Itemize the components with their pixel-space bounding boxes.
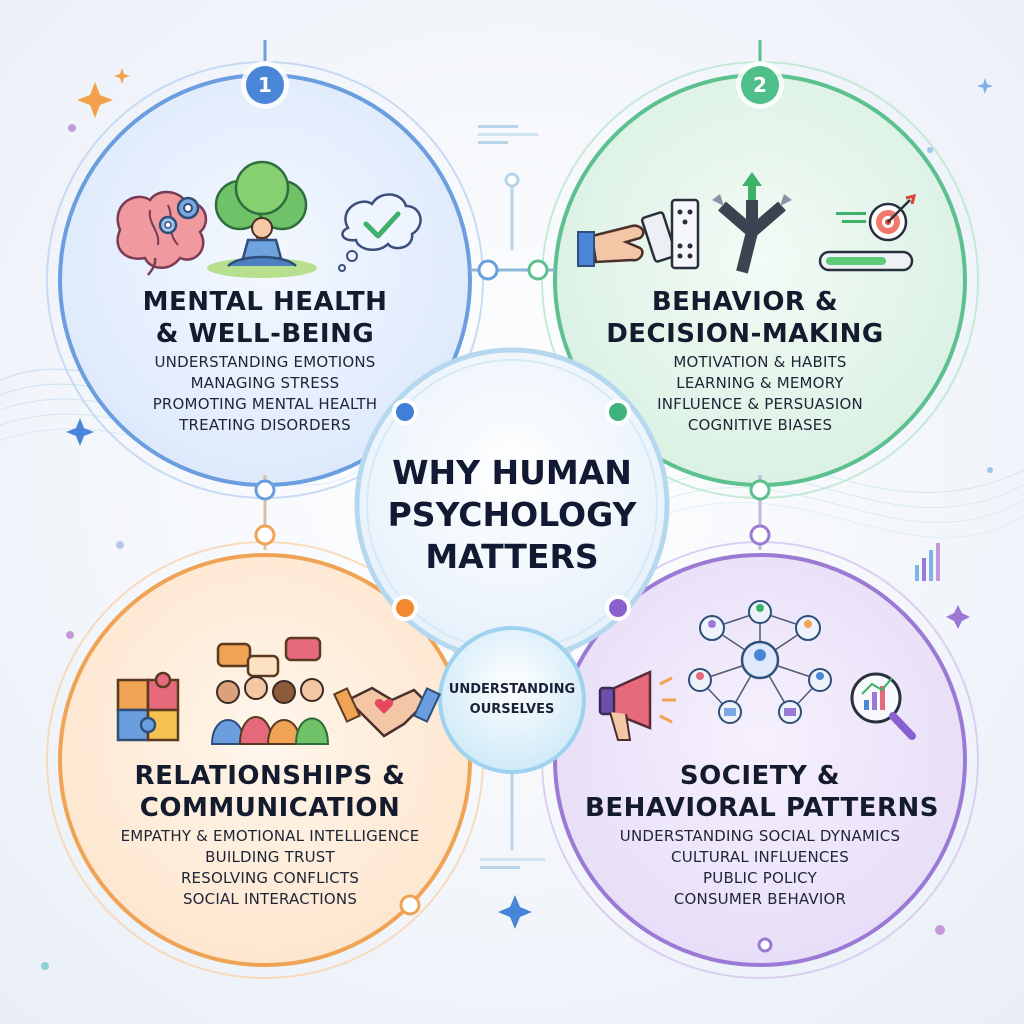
quadrant-2-title-line-1: BEHAVIOR & <box>651 287 839 317</box>
quadrant-3-item: EMPATHY & EMOTIONAL INTELLIGENCE <box>120 827 420 845</box>
quadrant-3-item: BUILDING TRUST <box>205 848 335 866</box>
sparkle-decorations <box>41 68 993 970</box>
social-network-icon <box>688 600 832 724</box>
quadrant-2-item: LEARNING & MEMORY <box>676 374 844 392</box>
quadrant-1-title: MENTAL HEALTH & WELL-BEING <box>115 286 415 350</box>
brain-gears-icon <box>116 190 208 276</box>
quadrant-2-item: MOTIVATION & HABITS <box>673 353 847 371</box>
quadrant-1-item: UNDERSTANDING EMOTIONS <box>154 353 376 371</box>
magnifier-chart-icon <box>850 672 916 740</box>
puzzle-pieces-icon <box>116 671 180 742</box>
quadrant-4-item: UNDERSTANDING SOCIAL DYNAMICS <box>619 827 901 845</box>
center-subtitle-line-2: OURSELVES <box>469 702 555 717</box>
quadrant-1-item: TREATING DISORDERS <box>179 416 351 434</box>
thought-cloud-check-icon <box>338 193 422 272</box>
quadrant-1-item: MANAGING STRESS <box>190 374 340 392</box>
center-dot-blue <box>392 399 418 425</box>
quadrant-1-items: UNDERSTANDING EMOTIONS MANAGING STRESS P… <box>115 352 415 436</box>
quadrant-3-title-line-2: COMMUNICATION <box>139 793 401 823</box>
quadrant-1-number-badge: 1 <box>246 66 284 104</box>
quadrant-2-item: INFLUENCE & PERSUASION <box>657 395 863 413</box>
hand-domino-icon <box>577 198 700 270</box>
quadrant-1-item: PROMOTING MENTAL HEALTH <box>152 395 378 413</box>
center-dot-green <box>605 399 631 425</box>
center-title: WHY HUMAN PSYCHOLOGY MATTERS <box>362 452 662 578</box>
quadrant-4-item: CONSUMER BEHAVIOR <box>673 890 847 908</box>
quadrant-2-item: COGNITIVE BIASES <box>687 416 833 434</box>
quadrant-4-item: CULTURAL INFLUENCES <box>671 848 849 866</box>
target-progress-icon <box>818 193 917 272</box>
quadrant-2-title: BEHAVIOR & DECISION-MAKING <box>580 286 910 350</box>
center-subtitle-line-1: UNDERSTANDING <box>448 682 576 697</box>
people-speech-bubbles-icon <box>210 636 330 745</box>
center-title-line-1: WHY HUMAN <box>392 453 632 492</box>
handshake-heart-icon <box>332 686 442 738</box>
center-dot-purple <box>605 595 631 621</box>
quadrant-2-items: MOTIVATION & HABITS LEARNING & MEMORY IN… <box>610 352 910 436</box>
megaphone-icon <box>598 670 676 741</box>
subtitle-circle <box>438 626 586 774</box>
quadrant-4-item: PUBLIC POLICY <box>703 869 817 887</box>
quadrant-1-title-line-2: & WELL-BEING <box>155 319 375 349</box>
quadrant-2-number-badge: 2 <box>741 66 779 104</box>
center-subtitle: UNDERSTANDING OURSELVES <box>432 680 592 720</box>
quadrant-3-item: RESOLVING CONFLICTS <box>180 869 360 887</box>
quadrant-3-item: SOCIAL INTERACTIONS <box>182 890 358 908</box>
center-dot-orange <box>392 595 418 621</box>
quadrant-3-items: EMPATHY & EMOTIONAL INTELLIGENCE BUILDIN… <box>90 826 450 910</box>
meditation-tree-icon <box>207 160 317 278</box>
quadrant-4-items: UNDERSTANDING SOCIAL DYNAMICS CULTURAL I… <box>595 826 925 910</box>
connectors <box>254 40 773 953</box>
quadrant-4-title-line-1: SOCIETY & <box>679 761 841 791</box>
road-fork-arrows-icon <box>712 172 792 274</box>
quadrant-1-title-line-1: MENTAL HEALTH <box>142 287 388 317</box>
quadrant-3-title-line-1: RELATIONSHIPS & <box>134 761 406 791</box>
quadrant-4-title: SOCIETY & BEHAVIORAL PATTERNS <box>585 760 939 824</box>
quadrant-4-title-line-2: BEHAVIORAL PATTERNS <box>585 793 939 823</box>
center-title-line-3: MATTERS <box>425 537 599 576</box>
quadrant-3-title: RELATIONSHIPS & COMMUNICATION <box>105 760 435 824</box>
quadrant-2-title-line-2: DECISION-MAKING <box>606 319 884 349</box>
center-title-line-2: PSYCHOLOGY <box>387 495 637 534</box>
